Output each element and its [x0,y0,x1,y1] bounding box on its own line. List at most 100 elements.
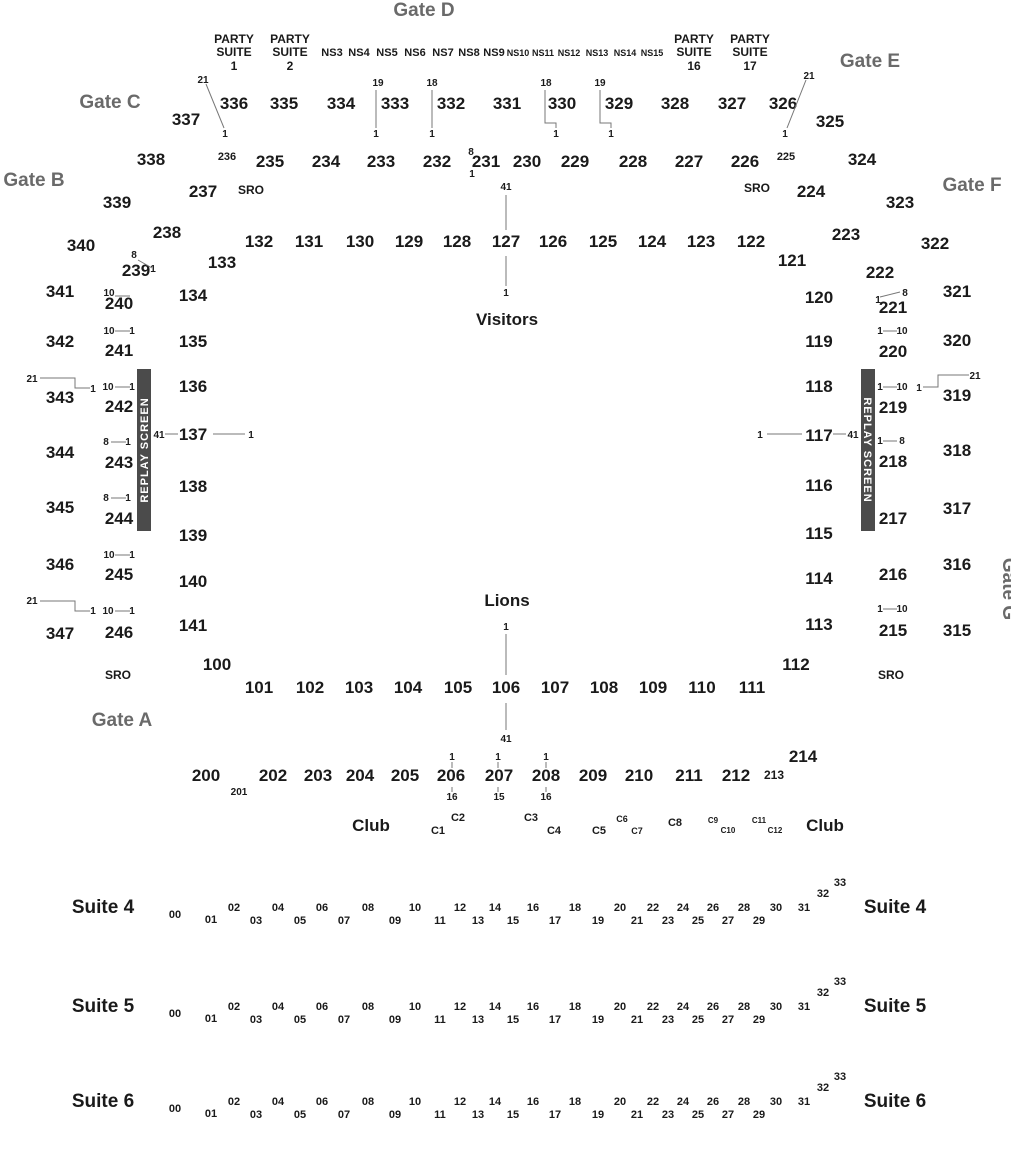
section-133[interactable]: 133 [208,253,236,272]
north-suite[interactable]: NS11 [532,48,554,58]
section-345[interactable]: 345 [46,498,74,517]
suite-box[interactable]: 24 [677,1001,690,1013]
suite-box[interactable]: 03 [250,1109,262,1121]
section-231[interactable]: 231 [472,152,500,171]
section-326[interactable]: 326 [769,94,797,113]
north-suite[interactable]: NS13 [586,48,609,58]
section-225[interactable]: 225 [777,151,795,163]
north-suite[interactable]: NS8 [458,47,479,59]
suite-box[interactable]: 16 [527,902,539,914]
section-214[interactable]: 214 [789,747,818,766]
section-236[interactable]: 236 [218,151,236,163]
section-316[interactable]: 316 [943,555,971,574]
party-suite-2[interactable]: PARTY SUITE 2 [270,32,310,73]
section-219[interactable]: 219 [879,398,907,417]
suite-box[interactable]: 08 [362,1001,374,1013]
club-box[interactable]: C2 [451,812,465,824]
suite-box[interactable]: 08 [362,1096,374,1108]
north-suite[interactable]: NS7 [432,47,453,59]
suite-box[interactable]: 11 [434,1109,446,1121]
section-128[interactable]: 128 [443,232,471,251]
club-box[interactable]: C1 [431,825,445,837]
section-336[interactable]: 336 [220,94,248,113]
sro-area[interactable]: SRO [878,668,904,682]
suite-box[interactable]: 21 [631,1014,643,1026]
section-120[interactable]: 120 [805,288,833,307]
north-suite[interactable]: NS5 [376,47,397,59]
section-228[interactable]: 228 [619,152,647,171]
suite-box[interactable]: 26 [707,1096,719,1108]
section-346[interactable]: 346 [46,555,74,574]
suite-box[interactable]: 20 [614,1001,626,1013]
section-205[interactable]: 205 [391,766,419,785]
suite-box[interactable]: 21 [631,915,643,927]
section-234[interactable]: 234 [312,152,341,171]
section-315[interactable]: 315 [943,621,971,640]
suite-box[interactable]: 22 [647,1001,659,1013]
suite-box[interactable]: 06 [316,1001,328,1013]
suite-box[interactable]: 10 [409,1096,421,1108]
suite-box[interactable]: 24 [677,1096,690,1108]
section-107[interactable]: 107 [541,678,569,697]
suite-box[interactable]: 19 [592,915,604,927]
section-103[interactable]: 103 [345,678,373,697]
section-344[interactable]: 344 [46,443,75,462]
section-240[interactable]: 240 [105,294,133,313]
suite-box[interactable]: 30 [770,902,782,914]
party-suite-1[interactable]: PARTY SUITE 1 [214,32,254,73]
suite-box[interactable]: 04 [272,1001,285,1013]
suite-box[interactable]: 03 [250,1014,262,1026]
section-334[interactable]: 334 [327,94,356,113]
section-333[interactable]: 333 [381,94,409,113]
section-244[interactable]: 244 [105,509,134,528]
section-139[interactable]: 139 [179,526,207,545]
suite-box[interactable]: 23 [662,1109,674,1121]
suite-box[interactable]: 18 [569,1096,581,1108]
section-226[interactable]: 226 [731,152,759,171]
section-126[interactable]: 126 [539,232,567,251]
section-341[interactable]: 341 [46,282,74,301]
suite-box[interactable]: 25 [692,1109,704,1121]
suite-box[interactable]: 18 [569,902,581,914]
section-227[interactable]: 227 [675,152,703,171]
section-100[interactable]: 100 [203,655,231,674]
suite-box[interactable]: 09 [389,915,401,927]
section-109[interactable]: 109 [639,678,667,697]
suite-box[interactable]: 13 [472,1014,484,1026]
section-221[interactable]: 221 [879,298,907,317]
suite-box[interactable]: 29 [753,1014,765,1026]
section-230[interactable]: 230 [513,152,541,171]
section-237[interactable]: 237 [189,182,217,201]
suite-box[interactable]: 18 [569,1001,581,1013]
suite-box[interactable]: 32 [817,1082,829,1094]
suite-box[interactable]: 00 [169,1008,181,1020]
suite-box[interactable]: 05 [294,1109,306,1121]
section-224[interactable]: 224 [797,182,826,201]
section-212[interactable]: 212 [722,766,750,785]
section-123[interactable]: 123 [687,232,715,251]
suite-box[interactable]: 15 [507,915,519,927]
suite-box[interactable]: 07 [338,1014,350,1026]
suite-box[interactable]: 27 [722,1109,734,1121]
suite-box[interactable]: 14 [489,902,502,914]
section-245[interactable]: 245 [105,565,133,584]
section-220[interactable]: 220 [879,342,907,361]
north-suite[interactable]: NS15 [641,48,664,58]
section-342[interactable]: 342 [46,332,74,351]
suite-box[interactable]: 30 [770,1096,782,1108]
section-222[interactable]: 222 [866,263,894,282]
suite-box[interactable]: 25 [692,1014,704,1026]
suite-box[interactable]: 31 [798,902,810,914]
section-202[interactable]: 202 [259,766,287,785]
section-121[interactable]: 121 [778,251,806,270]
section-339[interactable]: 339 [103,193,131,212]
section-331[interactable]: 331 [493,94,521,113]
suite-box[interactable]: 29 [753,1109,765,1121]
suite-box[interactable]: 28 [738,1096,750,1108]
section-317[interactable]: 317 [943,499,971,518]
suite-box[interactable]: 19 [592,1109,604,1121]
section-140[interactable]: 140 [179,572,207,591]
section-324[interactable]: 324 [848,150,877,169]
suite-box[interactable]: 17 [549,915,561,927]
suite-box[interactable]: 01 [205,1108,217,1120]
